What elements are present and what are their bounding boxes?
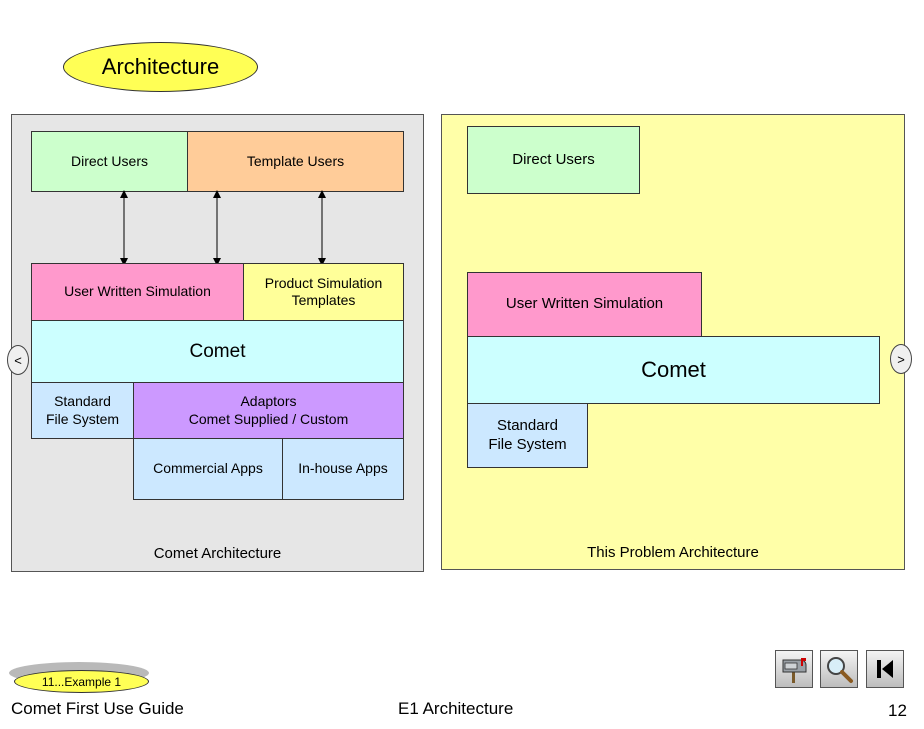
left-comet-box: Comet [31,320,404,383]
slide-name: E1 Architecture [398,699,514,718]
prev-slide-button[interactable]: < [7,345,29,375]
right-panel-caption: This Problem Architecture [587,544,759,561]
section-tag[interactable]: 11...Example 1 [14,670,149,693]
skip-to-start-icon [877,660,893,678]
left-product-simulation-templates-box: Product Simulation Templates [243,263,404,321]
slide-title: Architecture [63,42,258,92]
left-inhouse-apps-box: In-house Apps [282,438,404,500]
right-user-written-simulation-box: User Written Simulation [467,272,702,337]
first-slide-button[interactable] [866,650,904,688]
mail-button[interactable] [775,650,813,688]
left-adaptors-box: Adaptors Comet Supplied / Custom [133,382,404,439]
left-standard-file-system-box: Standard File System [31,382,134,439]
right-direct-users-box: Direct Users [467,126,640,194]
right-comet-box: Comet [467,336,880,404]
page-number: 12 [888,701,907,720]
left-direct-users-box: Direct Users [31,131,188,192]
left-template-users-box: Template Users [187,131,404,192]
left-panel-caption: Comet Architecture [153,545,282,562]
right-standard-file-system-box: Standard File System [467,403,588,468]
search-button[interactable] [820,650,858,688]
left-commercial-apps-box: Commercial Apps [133,438,283,500]
magnifier-icon [827,657,853,683]
mailbox-icon [782,658,807,683]
guide-title: Comet First Use Guide [11,699,184,718]
left-user-written-simulation-box: User Written Simulation [31,263,244,321]
next-slide-button[interactable]: > [890,344,912,374]
